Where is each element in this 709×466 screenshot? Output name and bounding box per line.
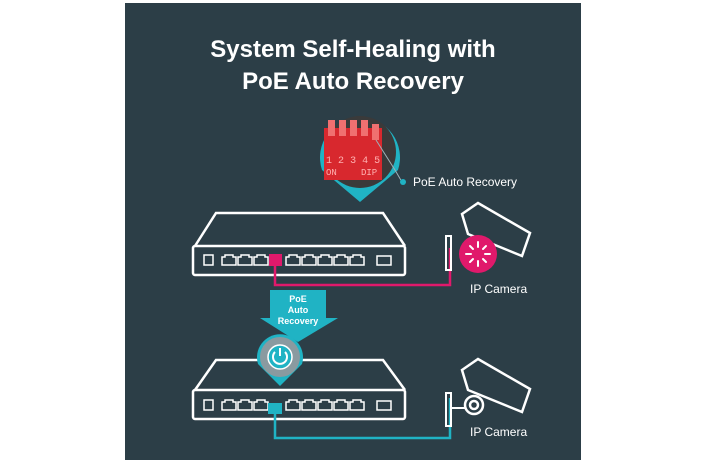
ip-camera-top xyxy=(445,201,532,273)
callout-label: PoE Auto Recovery xyxy=(413,175,517,189)
error-indicator-icon xyxy=(459,235,497,273)
callout-dot xyxy=(400,179,406,185)
svg-text:1 2 3 4 5: 1 2 3 4 5 xyxy=(326,156,380,167)
title-line-2: PoE Auto Recovery xyxy=(242,68,464,95)
title-line-1: System Self-Healing with xyxy=(210,36,495,63)
switch-top xyxy=(191,211,407,277)
camera-bottom-label: IP Camera xyxy=(470,425,527,439)
cable-failed xyxy=(273,248,452,287)
switch-bottom xyxy=(191,358,407,421)
ip-camera-bottom xyxy=(445,357,532,427)
svg-text:PoE: PoE xyxy=(289,294,307,304)
dip-switch-magnifier: 1 2 3 4 5 ON DIP xyxy=(320,116,401,202)
infographic-panel xyxy=(125,3,581,460)
camera-top-label: IP Camera xyxy=(470,282,527,296)
svg-text:Auto: Auto xyxy=(288,305,309,315)
dip-dip-label: DIP xyxy=(361,168,377,178)
dip-on-label: ON xyxy=(326,168,337,178)
poe-port-recovered xyxy=(268,403,282,414)
poe-auto-recovery-arrow: PoE Auto Recovery xyxy=(260,290,338,342)
poe-port-failed xyxy=(269,254,282,266)
recovery-power-icon xyxy=(257,334,303,386)
svg-text:Recovery: Recovery xyxy=(278,316,319,326)
